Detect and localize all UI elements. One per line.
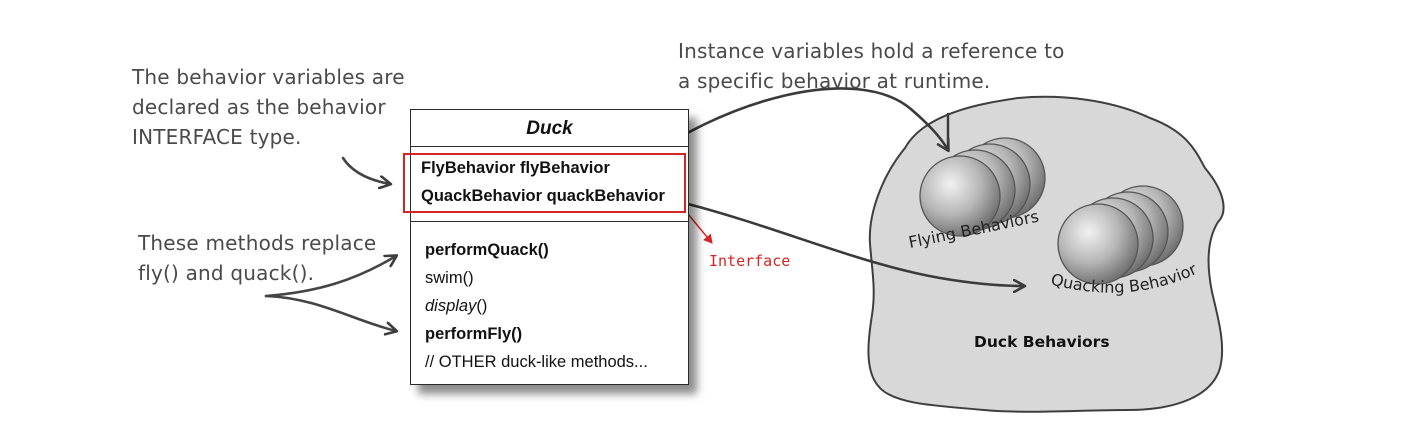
method-perform-quack: performQuack() <box>425 241 549 259</box>
arrow-to-perform-quack <box>264 256 396 298</box>
note-line: fly() and quack(). <box>138 261 315 285</box>
field-quack-behavior: QuackBehavior quackBehavior <box>421 187 665 205</box>
note-line: INTERFACE type. <box>132 125 302 149</box>
note-interface-type: The behavior variables are declared as t… <box>132 62 405 152</box>
note-methods-replace: These methods replace fly() and quack(). <box>138 228 376 288</box>
note-line: These methods replace <box>138 231 377 255</box>
interface-pointer-arrow <box>687 213 713 244</box>
note-line: declared as the behavior <box>132 95 386 119</box>
flying-behaviors-stack <box>919 137 1046 237</box>
duck-class-box: Duck FlyBehavior flyBehavior QuackBehavi… <box>410 109 689 385</box>
interface-fields-highlight <box>403 153 686 213</box>
arrow-fly-reference <box>632 87 948 170</box>
note-line: Instance variables hold a reference to <box>678 39 1065 63</box>
note-instance-variables: Instance variables hold a reference to a… <box>678 36 1065 96</box>
class-name: Duck <box>411 110 688 147</box>
class-fields: FlyBehavior flyBehavior QuackBehavior qu… <box>411 147 688 222</box>
arrow-interface-note <box>341 156 390 184</box>
method-other: // OTHER duck-like methods... <box>425 353 648 371</box>
interface-label: Interface <box>709 252 791 270</box>
class-methods: performQuack() swim() display() performF… <box>425 236 648 376</box>
method-display-parens: () <box>476 297 488 315</box>
method-display-name: display <box>425 297 477 315</box>
method-display: display() <box>425 292 648 320</box>
duck-behaviors-label: Duck Behaviors <box>974 333 1110 351</box>
method-swim: swim() <box>425 269 474 287</box>
arrow-to-perform-fly <box>264 294 396 331</box>
quacking-behaviors-stack <box>1057 185 1184 285</box>
note-line: a specific behavior at runtime. <box>678 69 991 93</box>
method-perform-fly: performFly() <box>425 325 523 343</box>
note-line: The behavior variables are <box>132 65 405 89</box>
field-fly-behavior: FlyBehavior flyBehavior <box>421 159 610 177</box>
arrow-quack-reference <box>686 202 1024 286</box>
